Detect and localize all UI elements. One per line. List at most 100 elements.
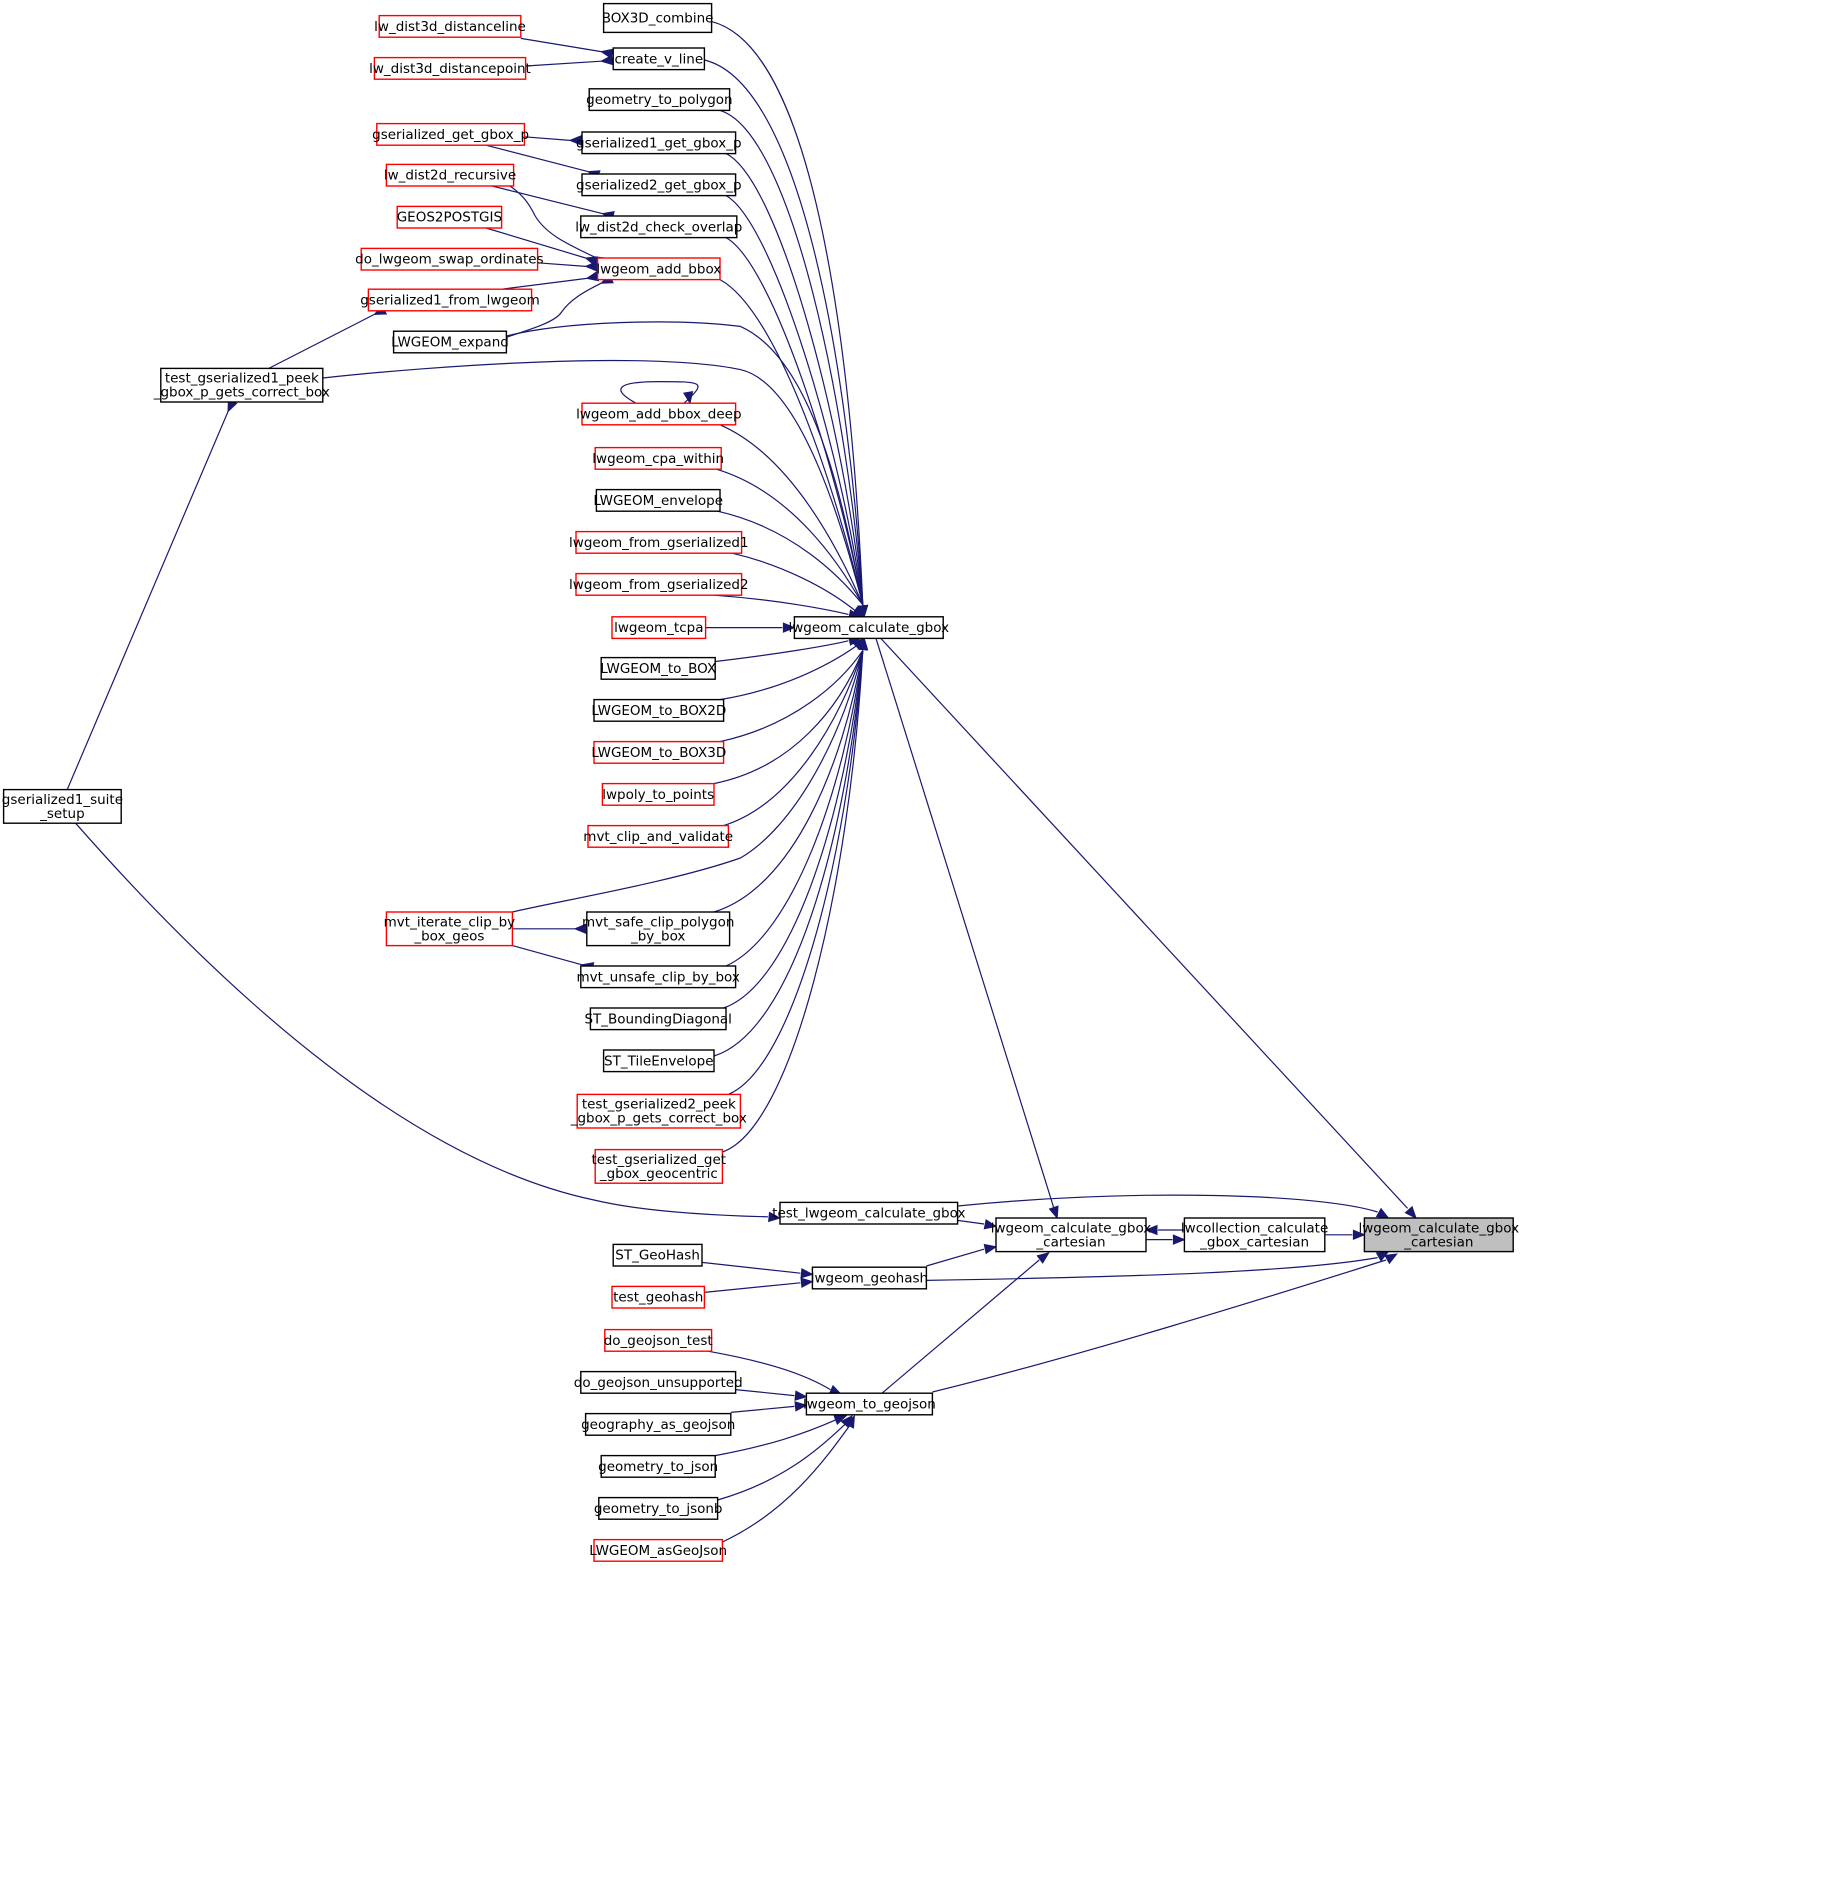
node-create-v-line[interactable]: create_v_line (612, 47, 706, 71)
node-lwgeom-asgeojson[interactable]: LWGEOM_asGeoJson (589, 1538, 727, 1562)
edge-line (723, 650, 864, 827)
node-box (160, 367, 324, 403)
node-lwgeom-to-box[interactable]: LWGEOM_to_BOX (600, 656, 716, 680)
arrowhead-icon (1375, 1207, 1390, 1219)
node-label: lwgeom_tcpa (614, 620, 703, 636)
edge-lwgeom_calculate_gbox-to-test_gs_get_geocentric (722, 637, 869, 1153)
node-box (612, 1243, 703, 1267)
node-lwgeom-from-gserialized1[interactable]: lwgeom_from_gserialized1 (569, 530, 749, 554)
edge-lwgeom_to_geojson-to-do_geojson_unsupported (735, 1389, 808, 1401)
node-lwpoly-to-points[interactable]: lwpoly_to_points (601, 782, 715, 806)
edge-lwgeom_to_geojson-to-geometry_to_jsonb (717, 1415, 853, 1501)
node-box (595, 488, 721, 512)
edge-gserialized1_from_lwgeom-to-test_gs1_peek (268, 304, 388, 369)
node-box (580, 965, 737, 989)
node-label: test_geohash (613, 1290, 703, 1306)
edge-line (512, 650, 864, 913)
arrowhead-icon (682, 390, 694, 405)
node-st-geohash[interactable]: ST_GeoHash (612, 1243, 703, 1267)
node-lwgeom-geohash[interactable]: lwgeom_geohash (811, 1266, 928, 1290)
node-target[interactable]: lwgeom_calculate_gbox_cartesian (1358, 1217, 1519, 1253)
edge-lwgeom_calc_gbox_cart-to-lwgeom_geohash (926, 1243, 998, 1267)
node-lwgeom-to-box2d[interactable]: LWGEOM_to_BOX2D (591, 698, 726, 722)
edge-line (719, 424, 864, 606)
node-test-geohash[interactable]: test_geohash (611, 1285, 706, 1309)
edge-line (509, 185, 595, 258)
edge-line (713, 650, 864, 785)
node-gserialized1-get-gbox-p[interactable]: gserialized1_get_gbox_p (576, 131, 742, 155)
node-lw-dist2d-recursive[interactable]: lw_dist2d_recursive (384, 163, 516, 187)
arrowhead-icon (1172, 1234, 1186, 1245)
edge-line (730, 1405, 795, 1413)
node-label: gserialized1_get_gbox_p (576, 135, 742, 151)
node-box (580, 215, 738, 239)
node-st-tileenvelope[interactable]: ST_TileEnvelope (602, 1049, 715, 1073)
node-do-lwgeom-swap-ordinates[interactable]: do_lwgeom_swap_ordinates (355, 247, 544, 271)
node-test-gs1-peek[interactable]: test_gserialized1_peek_gbox_p_gets_corre… (153, 367, 330, 403)
node-box (587, 824, 730, 848)
node-gserialized1-from-lwgeom[interactable]: gserialized1_from_lwgeom (360, 288, 540, 312)
node-test-gs-get-geocentric[interactable]: test_gserialized_get_gbox_geocentric (592, 1148, 727, 1184)
node-box (385, 163, 515, 187)
node-gserialized-get-gbox-p[interactable]: gserialized_get_gbox_p (372, 122, 529, 146)
edge-target-to-lwcollection_calc (1324, 1229, 1366, 1241)
node-lwgeom-expand[interactable]: LWGEOM_expand (391, 330, 509, 354)
node-mvt-safe-clip[interactable]: mvt_safe_clip_polygon_by_box (582, 911, 735, 947)
node-box (581, 173, 737, 197)
node-box (581, 131, 737, 155)
node-label: lwgeom_to_geojson (803, 1397, 936, 1413)
node-label: gserialized1_from_lwgeom (360, 293, 540, 309)
node-mvt-unsafe-clip[interactable]: mvt_unsafe_clip_by_box (577, 965, 740, 989)
node-test-gs2-peek[interactable]: test_gserialized2_peek_gbox_p_gets_corre… (570, 1093, 747, 1129)
node-lwgeom-envelope[interactable]: LWGEOM_envelope (593, 488, 723, 512)
node-lw-dist2d-check-overlap[interactable]: lw_dist2d_check_overlap (575, 215, 742, 239)
arrowhead-icon (833, 1415, 848, 1425)
node-lwgeom-tcpa[interactable]: lwgeom_tcpa (611, 616, 707, 640)
node-test-lwgeom-calculate-gbox[interactable]: test_lwgeom_calculate_gbox (772, 1201, 965, 1225)
node-lw-dist3d-distanceline[interactable]: lw_dist3d_distanceline (374, 14, 526, 38)
node-lw-dist3d-distancepoint[interactable]: lw_dist3d_distancepoint (369, 56, 531, 80)
node-geometry-to-json[interactable]: geometry_to_json (598, 1454, 718, 1478)
node-geos2postgis[interactable]: GEOS2POSTGIS (396, 205, 503, 229)
node-lwgeom-from-gserialized2[interactable]: lwgeom_from_gserialized2 (569, 572, 749, 596)
node-geometry-to-polygon[interactable]: geometry_to_polygon (586, 88, 733, 112)
node-lwgeom-add-bbox[interactable]: lwgeom_add_bbox (596, 257, 721, 281)
node-gserialized2-get-gbox-p[interactable]: gserialized2_get_gbox_p (576, 173, 742, 197)
arrowhead-icon (983, 1218, 998, 1230)
edge-line (957, 1219, 985, 1225)
arrowhead-icon (794, 1390, 808, 1401)
node-box3d-combine[interactable]: BOX3D_combine (602, 2, 714, 34)
node-st-boundingdiagonal[interactable]: ST_BoundingDiagonal (584, 1007, 732, 1031)
node-do-geojson-test[interactable]: do_geojson_test (604, 1328, 713, 1352)
edge-line (704, 1282, 801, 1293)
edge-line (722, 1425, 851, 1543)
edge-test_lwgeom_calculate_gbox-to-gserialized1_suite_setup (75, 822, 782, 1223)
edge-target-to-lwgeom_to_geojson (932, 1253, 1398, 1393)
edge-line (719, 645, 858, 701)
node-box (589, 1007, 727, 1031)
node-lwgeom-to-geojson[interactable]: lwgeom_to_geojson (803, 1392, 936, 1416)
node-label: _gbox_p_gets_correct_box (153, 385, 330, 401)
node-lwgeom-cpa-within[interactable]: lwgeom_cpa_within (592, 446, 724, 470)
node-mvt-clip-and-validate[interactable]: mvt_clip_and_validate (583, 824, 733, 848)
node-do-geojson-unsupported[interactable]: do_geojson_unsupported (574, 1370, 743, 1394)
node-label: lwgeom_calculate_gbox (1358, 1220, 1519, 1236)
node-lwgeom-calculate-gbox[interactable]: lwgeom_calculate_gbox (788, 616, 949, 640)
node-lwgeom-add-bbox-deep[interactable]: lwgeom_add_bbox_deep (576, 402, 742, 426)
node-gserialized1-suite-setup[interactable]: gserialized1_suite_setup (2, 788, 123, 824)
node-lwgeom-to-box3d[interactable]: LWGEOM_to_BOX3D (591, 740, 726, 764)
node-lwgeom-calc-gbox-cart[interactable]: lwgeom_calculate_gbox_cartesian (991, 1217, 1152, 1253)
edge-line (717, 510, 864, 606)
node-box (612, 47, 706, 71)
node-box (360, 247, 539, 271)
edge-lwgeom_geohash-to-test_geohash (704, 1277, 814, 1293)
edge-line (719, 650, 864, 743)
edge-lwgeom_calculate_gbox-to-test_gs2_peek (728, 637, 869, 1095)
node-geography-as-geojson[interactable]: geography_as_geojson (581, 1412, 735, 1436)
node-label: mvt_unsafe_clip_by_box (577, 969, 740, 985)
node-lwcollection-calc[interactable]: lwcollection_calculate_gbox_cartesian (1181, 1217, 1328, 1253)
node-geometry-to-jsonb[interactable]: geometry_to_jsonb (594, 1496, 723, 1520)
edge-lwgeom_geohash-to-st_geohash (701, 1261, 814, 1279)
node-mvt-iterate-clip[interactable]: mvt_iterate_clip_by_box_geos (384, 911, 516, 947)
